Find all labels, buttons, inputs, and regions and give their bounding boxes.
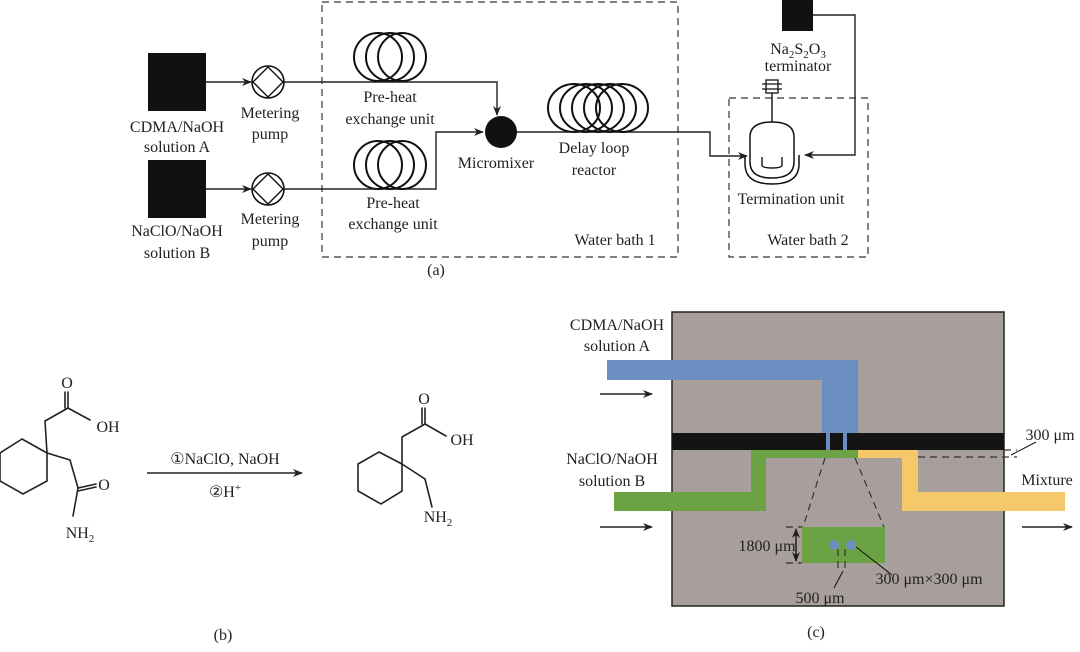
dim-leader xyxy=(855,546,893,576)
terminator-reservoir-icon xyxy=(782,0,813,31)
solution-a-label-1: CDMA/NaOH xyxy=(130,119,225,136)
inlet-b-label-2: solution B xyxy=(579,473,645,490)
reactant-o-acid: O xyxy=(61,375,73,392)
inlet-a-label-2: solution A xyxy=(584,338,651,355)
preheat-coil-a-icon xyxy=(353,32,427,82)
zoom-guide-right xyxy=(854,457,885,528)
dim-layer-label: 300 μm xyxy=(1025,427,1075,444)
preheat-coil-b-icon xyxy=(353,140,427,190)
zoom-guide-left xyxy=(802,457,826,528)
dim-gap-label: 500 μm xyxy=(795,590,845,607)
panel-b-caption: (b) xyxy=(214,627,233,644)
reaction-step-1: ①NaClO, NaOH xyxy=(170,451,280,468)
detail-hole-1 xyxy=(829,540,839,550)
water-bath-2-label: Water bath 2 xyxy=(767,232,848,249)
product-nh2: NH2 xyxy=(424,509,453,529)
mixture-channel xyxy=(858,450,1065,511)
delay-loop-label-2: reactor xyxy=(572,162,617,179)
delay-loop-label-1: Delay loop xyxy=(559,140,630,157)
micromixer-label: Micromixer xyxy=(458,155,535,172)
terminator-formula: Na2S2O3 xyxy=(770,41,826,61)
flow-line xyxy=(804,14,856,159)
dim-hole-label: 300 μm×300 μm xyxy=(875,571,983,588)
water-bath-1-box xyxy=(321,1,679,258)
panel-a: CDMA/NaOH solution A NaClO/NaOH solution… xyxy=(130,0,869,279)
product-structure xyxy=(357,407,447,508)
plate-hole-1 xyxy=(826,433,830,450)
reservoir-a-icon xyxy=(148,53,206,111)
dim-leader xyxy=(1010,441,1037,456)
product-o-acid: O xyxy=(418,391,430,408)
solution-b-label-1: NaClO/NaOH xyxy=(131,223,223,240)
separation-plate xyxy=(672,433,1004,450)
dim-height-label: 1800 μm xyxy=(738,538,796,555)
pump-a-label-2: pump xyxy=(252,126,288,143)
inlet-b-label-1: NaClO/NaOH xyxy=(566,451,658,468)
termination-unit-icon xyxy=(744,79,800,185)
delay-loop-coil-icon xyxy=(547,83,649,133)
channel-a xyxy=(607,360,858,435)
outlet-label: Mixture xyxy=(1021,472,1073,489)
detail-inset xyxy=(802,527,885,563)
panel-b: O OH O NH2 ①NaClO, NaOH ②H+ O OH NH2 (b) xyxy=(0,375,474,644)
reaction-step-2: ②H+ xyxy=(209,482,241,501)
product-oh: OH xyxy=(450,432,474,449)
detail-hole-2 xyxy=(846,540,856,550)
pump-b-label-2: pump xyxy=(252,233,288,250)
pump-b-label-1: Metering xyxy=(241,211,300,228)
termination-unit-label: Termination unit xyxy=(738,191,845,208)
channel-b xyxy=(614,450,858,511)
preheat-b-label-1: Pre-heat xyxy=(366,195,420,212)
pump-a-label-1: Metering xyxy=(241,105,300,122)
water-bath-1-label: Water bath 1 xyxy=(574,232,655,249)
panel-c: 1800 μm 500 μm 300 μm×300 μm 300 μm CDMA… xyxy=(566,311,1075,641)
preheat-a-label-2: exchange unit xyxy=(345,111,435,128)
inlet-a-label-1: CDMA/NaOH xyxy=(570,317,665,334)
reactant-oh: OH xyxy=(96,419,120,436)
solution-b-label-2: solution B xyxy=(144,245,210,262)
terminator-label: terminator xyxy=(765,58,832,75)
reactant-nh2: NH2 xyxy=(66,525,95,545)
flow-line xyxy=(284,81,501,116)
water-bath-2-box xyxy=(728,97,869,258)
preheat-b-label-2: exchange unit xyxy=(348,216,438,233)
reactant-o-amide: O xyxy=(98,477,110,494)
dim-leader xyxy=(833,570,844,589)
metering-pump-a-icon xyxy=(251,65,285,99)
solution-a-label-2: solution A xyxy=(144,139,211,156)
panel-a-caption: (a) xyxy=(427,262,445,279)
reactant-structure xyxy=(0,391,97,517)
micromixer-icon xyxy=(485,116,517,148)
flow-line xyxy=(284,128,484,190)
flow-line xyxy=(517,131,748,160)
reservoir-b-icon xyxy=(148,160,206,218)
preheat-a-label-1: Pre-heat xyxy=(363,89,417,106)
panel-c-caption: (c) xyxy=(807,624,825,641)
metering-pump-b-icon xyxy=(251,172,285,206)
plate-hole-2 xyxy=(843,433,847,450)
